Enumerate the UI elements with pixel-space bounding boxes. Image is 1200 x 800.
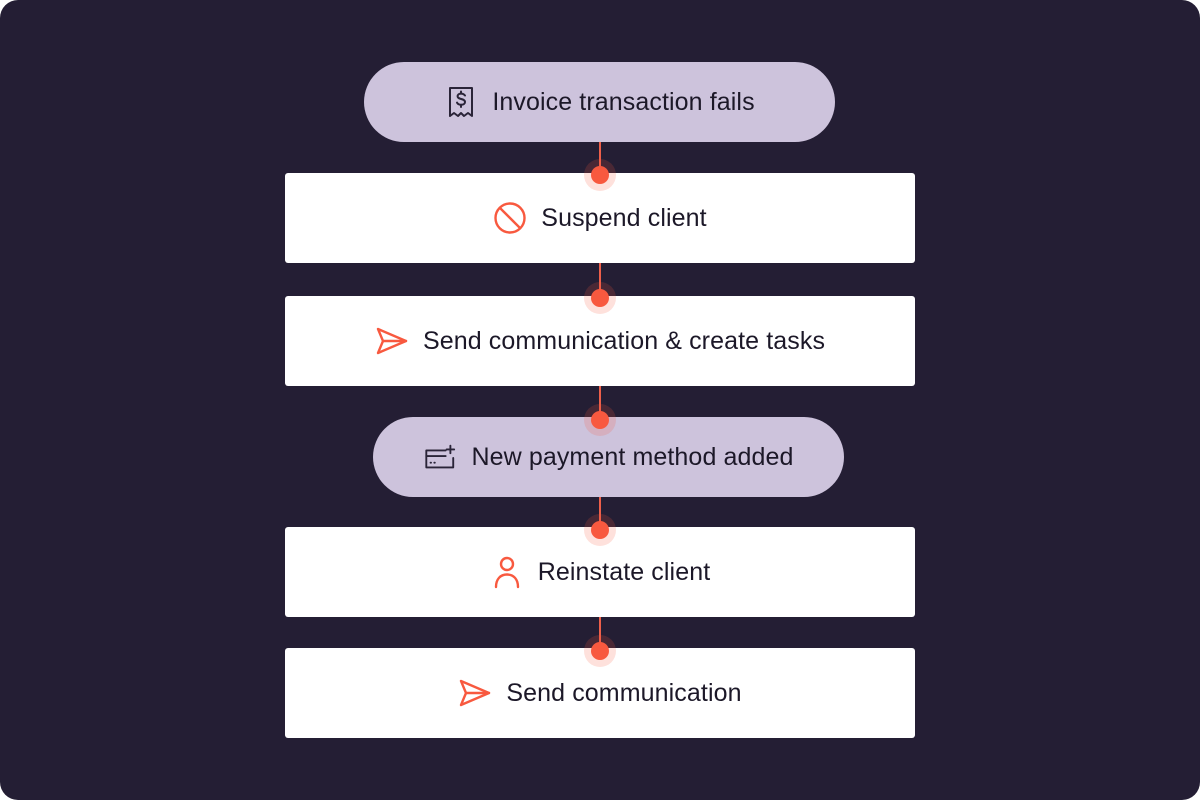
step-label: Send communication & create tasks bbox=[422, 326, 826, 355]
connector-line bbox=[599, 497, 601, 529]
card-add-icon bbox=[423, 440, 457, 474]
send-icon bbox=[458, 676, 492, 710]
connector-line bbox=[599, 617, 601, 650]
connector-dot bbox=[591, 521, 609, 539]
connector-dot bbox=[591, 166, 609, 184]
step-label: Send communication bbox=[506, 678, 742, 707]
connector-line bbox=[599, 386, 601, 420]
trigger-node-invoice-fails[interactable]: Invoice transaction fails bbox=[364, 62, 835, 142]
connector-dot bbox=[591, 289, 609, 307]
connector-dot bbox=[591, 411, 609, 429]
user-icon bbox=[490, 555, 524, 589]
send-icon bbox=[375, 324, 409, 358]
action-node-send-communication-tasks[interactable]: Send communication & create tasks bbox=[285, 296, 915, 386]
connector-line bbox=[599, 142, 601, 174]
step-label: Suspend client bbox=[541, 203, 707, 232]
connector-line bbox=[599, 263, 601, 297]
step-label: New payment method added bbox=[471, 442, 794, 471]
action-node-suspend-client[interactable]: Suspend client bbox=[285, 173, 915, 263]
action-node-send-communication[interactable]: Send communication bbox=[285, 648, 915, 738]
receipt-dollar-icon bbox=[444, 85, 478, 119]
step-label: Invoice transaction fails bbox=[492, 87, 755, 116]
step-label: Reinstate client bbox=[537, 557, 711, 586]
action-node-reinstate-client[interactable]: Reinstate client bbox=[285, 527, 915, 617]
trigger-node-payment-method-added[interactable]: New payment method added bbox=[373, 417, 844, 497]
ban-icon bbox=[493, 201, 527, 235]
connector-dot bbox=[591, 642, 609, 660]
